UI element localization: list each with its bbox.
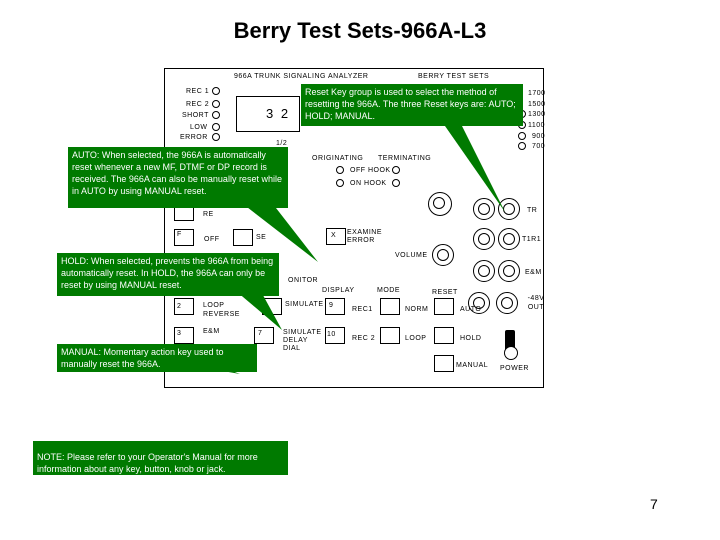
- loop-reverse-label: LOOP REVERSE: [203, 302, 240, 318]
- terminating-label: TERMINATING: [378, 155, 432, 162]
- monitor-label: ONITOR: [288, 277, 319, 284]
- manual-reset-key[interactable]: [434, 355, 454, 372]
- auto-reset-key[interactable]: [434, 298, 454, 315]
- panel-header-left: 966A TRUNK SIGNALING ANALYZER: [234, 73, 369, 80]
- hold-callout: HOLD: When selected, prevents the 966A f…: [57, 253, 279, 296]
- volume-knob[interactable]: [432, 244, 454, 266]
- key-7-label: 7: [258, 330, 263, 337]
- key-9[interactable]: [325, 298, 345, 315]
- reset-group-callout: Reset Key group is used to select the me…: [301, 84, 523, 126]
- key-f-label: F: [177, 231, 182, 238]
- freq-700-led: [518, 142, 526, 150]
- reset-partial-label: RE: [203, 211, 214, 218]
- norm-label: NORM: [405, 306, 429, 313]
- key-3[interactable]: [174, 327, 194, 344]
- orig-offhook-led: [336, 166, 344, 174]
- reset-group-pointer: [445, 126, 505, 212]
- rec2-key-label: REC 2: [352, 335, 376, 342]
- volume-knob-upper[interactable]: [428, 192, 452, 216]
- note-box: NOTE: Please refer to your Operator's Ma…: [33, 441, 288, 475]
- em-jack-1[interactable]: [473, 260, 495, 282]
- hold-label: HOLD: [460, 335, 482, 342]
- simulate-label: SIMULATE: [285, 301, 324, 308]
- error-led: [212, 133, 220, 141]
- hold-callout-pointer: [230, 286, 282, 330]
- key-3-label: 3: [177, 330, 182, 337]
- key-2[interactable]: [174, 298, 194, 315]
- freq-1300: 1300: [528, 111, 546, 118]
- rec1-key-label: REC1: [352, 306, 373, 313]
- volume-label: VOLUME: [395, 252, 428, 259]
- freq-900-led: [518, 132, 526, 140]
- loop-key[interactable]: [380, 327, 400, 344]
- out-48v-jack-1[interactable]: [468, 292, 490, 314]
- key-se[interactable]: [233, 229, 253, 246]
- off-hook-label: OFF HOOK: [350, 167, 391, 174]
- loop-label: LOOP: [405, 335, 427, 342]
- off-label: OFF: [204, 236, 220, 243]
- display-label: DISPLAY: [322, 287, 355, 294]
- tr-label: TR: [527, 207, 538, 214]
- auto-callout-pointer: [225, 190, 318, 262]
- em-jack-2[interactable]: [498, 260, 520, 282]
- freq-1100: 1100: [528, 122, 546, 129]
- freq-1500: 1500: [528, 101, 546, 108]
- manual-callout: MANUAL: Momentary action key used to man…: [57, 344, 257, 372]
- freq-700: 700: [532, 143, 546, 150]
- page-number: 7: [650, 496, 658, 512]
- em-jack-label: E&M: [525, 269, 542, 276]
- key-10-label: 10: [327, 331, 336, 338]
- orig-onhook-led: [336, 179, 344, 187]
- norm-key[interactable]: [380, 298, 400, 315]
- led-label-rec1: REC 1: [186, 88, 210, 95]
- em-key-label: E&M: [203, 328, 220, 335]
- panel-header-right: BERRY TEST SETS: [418, 73, 490, 80]
- auto-label: AUTO: [460, 306, 482, 313]
- led-label-short: SHORT: [182, 112, 209, 119]
- se-label: SE: [256, 234, 267, 241]
- rec1-led: [212, 87, 220, 95]
- t1r1-jack-2[interactable]: [498, 228, 520, 250]
- short-led: [212, 111, 220, 119]
- key-9-label: 9: [329, 302, 334, 309]
- t1r1-label: T1R1: [522, 236, 542, 243]
- power-switch-base: [504, 346, 518, 360]
- led-label-error: ERROR: [180, 134, 208, 141]
- key-7[interactable]: [254, 327, 274, 344]
- hold-reset-key[interactable]: [434, 327, 454, 344]
- small-mark: 1/2: [276, 140, 288, 147]
- t1r1-jack-1[interactable]: [473, 228, 495, 250]
- page-title: Berry Test Sets-966A-L3: [233, 18, 487, 43]
- key-10[interactable]: [325, 327, 345, 344]
- led-label-low: LOW: [190, 124, 208, 131]
- low-led: [212, 123, 220, 131]
- mode-label: MODE: [377, 287, 400, 294]
- power-label: POWER: [500, 365, 529, 372]
- rec2-led: [212, 100, 220, 108]
- display-digits: 3 2: [266, 106, 291, 121]
- term-offhook-led: [392, 166, 400, 174]
- manual-label: MANUAL: [456, 362, 489, 369]
- sim-delay-label: SIMULATE DELAY DIAL: [283, 329, 322, 352]
- key-f[interactable]: [174, 229, 194, 246]
- led-label-rec2: REC 2: [186, 101, 210, 108]
- out-48v-label: -48V OUT: [527, 295, 545, 311]
- key-x-label: X: [331, 232, 337, 239]
- freq-1700: 1700: [528, 90, 546, 97]
- originating-label: ORIGINATING: [312, 155, 364, 162]
- power-switch[interactable]: [505, 330, 515, 354]
- digit-display: [236, 96, 300, 132]
- key-x[interactable]: [326, 228, 346, 245]
- auto-callout: AUTO: When selected, the 966A is automat…: [68, 147, 288, 208]
- on-hook-label: ON HOOK: [350, 180, 387, 187]
- reset-label: RESET: [432, 289, 458, 296]
- out-48v-jack-2[interactable]: [496, 292, 518, 314]
- term-onhook-led: [392, 179, 400, 187]
- key-2-label: 2: [177, 303, 182, 310]
- freq-900: 900: [532, 133, 546, 140]
- examine-error-label: EXAMINE ERROR: [347, 229, 383, 244]
- tr-jack-1[interactable]: [473, 198, 495, 220]
